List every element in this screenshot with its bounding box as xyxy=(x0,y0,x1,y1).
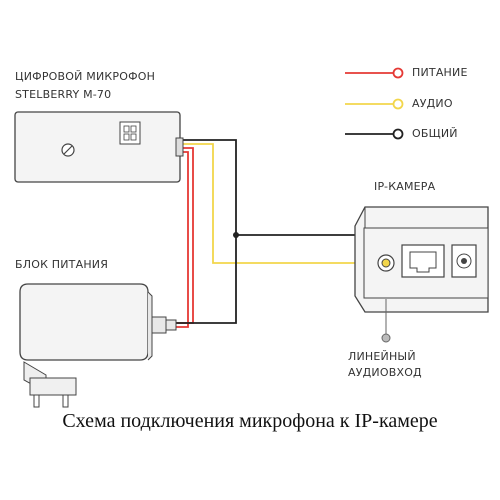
audio-wire xyxy=(180,143,384,264)
dip-switch xyxy=(119,121,141,145)
wires xyxy=(176,139,384,328)
legend-common-dot xyxy=(392,128,404,140)
microphone-label-line1: ЦИФРОВОЙ МИКРОФОН xyxy=(15,70,156,83)
ip-camera-label: IP-КАМЕРА xyxy=(374,180,436,193)
legend-power-dot xyxy=(392,67,404,79)
diagram-caption: Схема подключения микрофона к IP-камере xyxy=(62,410,438,432)
legend xyxy=(345,67,404,140)
line-in-label-line1: ЛИНЕЙНЫЙ xyxy=(348,350,416,363)
junction-dot xyxy=(233,232,239,238)
line-in-label-line2: АУДИОВХОД xyxy=(348,366,422,379)
microphone-device xyxy=(14,111,184,183)
legend-power-label: ПИТАНИЕ xyxy=(412,66,468,79)
common-wire xyxy=(176,139,237,324)
microphone-label-line2: STELBERRY M-70 xyxy=(15,88,112,101)
legend-audio-label: АУДИО xyxy=(412,97,453,110)
power-supply-label: БЛОК ПИТАНИЯ xyxy=(15,258,109,271)
legend-audio-dot xyxy=(392,98,404,110)
legend-common-label: ОБЩИЙ xyxy=(412,127,458,140)
ip-camera-device xyxy=(354,206,489,343)
power-supply-device xyxy=(19,283,177,408)
